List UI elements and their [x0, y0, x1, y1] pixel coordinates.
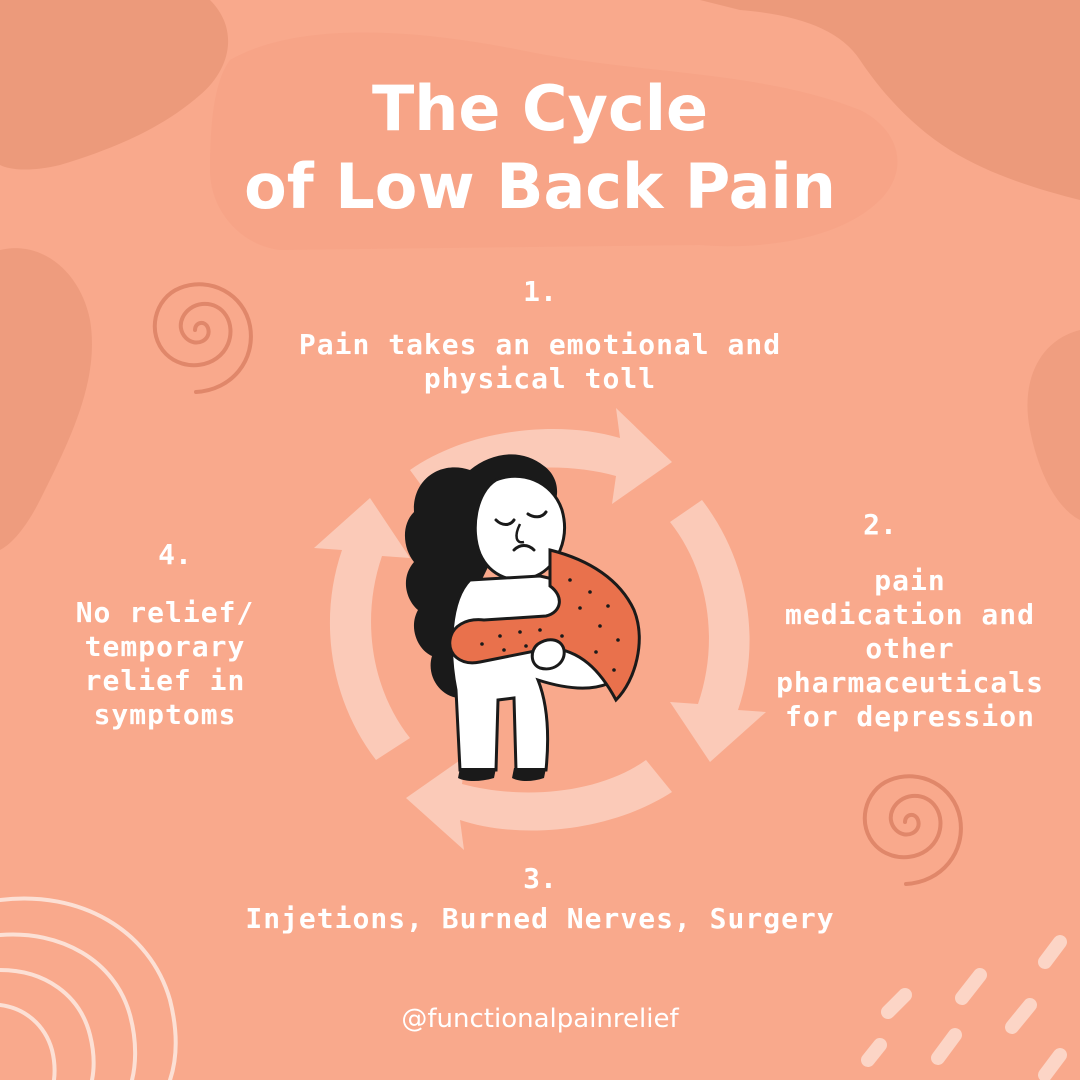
background-blob	[0, 0, 229, 170]
sad-woman-hugging-knees-illustration	[404, 454, 641, 781]
step-2-line: other	[865, 632, 955, 665]
rain-dashes-decoration	[861, 935, 1067, 1080]
step-3-text: Injetions, Burned Nerves, Surgery	[190, 902, 890, 936]
spiral-doodle-icon	[862, 774, 963, 886]
background-blob	[1027, 330, 1080, 520]
step-4-text: No relief/ temporary relief in symptoms	[40, 596, 290, 732]
step-4-line: symptoms	[93, 698, 237, 731]
step-2-line: pain	[874, 564, 946, 597]
step-1-line: physical toll	[423, 362, 657, 395]
background-blob	[700, 0, 1080, 200]
step-4-line: No relief/	[75, 596, 255, 629]
eyes-shape	[494, 510, 548, 552]
hand-shape	[530, 638, 566, 671]
step-2-line: for depression	[784, 700, 1035, 733]
social-handle: @functionalpainrelief	[401, 1004, 679, 1034]
nose-shape	[515, 523, 525, 544]
step-1-text: Pain takes an emotional and physical tol…	[240, 328, 840, 396]
step-2-line: pharmaceuticals	[776, 666, 1044, 699]
step-1-number: 1.	[523, 275, 557, 308]
title-line-1: The Cycle	[371, 72, 709, 145]
page-title: The Cycle of Low Back Pain	[0, 70, 1080, 226]
step-1-line: Pain takes an emotional and	[298, 328, 782, 361]
step-2-text: pain medication and other pharmaceutical…	[760, 564, 1060, 734]
step-4-line: relief in	[84, 664, 246, 697]
step-4-number: 4.	[158, 538, 192, 571]
title-line-2: of Low Back Pain	[244, 150, 836, 223]
background-blob	[0, 248, 92, 550]
sweater-pattern	[480, 578, 620, 672]
shoes-shape	[458, 768, 546, 781]
step-4-line: temporary	[84, 630, 246, 663]
step-2-number: 2.	[863, 508, 897, 541]
step-3-number: 3.	[523, 862, 557, 895]
background-blob	[210, 32, 898, 250]
concentric-lines-decoration	[0, 896, 178, 1080]
circular-arrows-icon	[314, 408, 766, 850]
spiral-doodle-icon	[152, 282, 253, 394]
cycle-diagram	[314, 408, 766, 850]
step-3-line: Injetions, Burned Nerves, Surgery	[245, 902, 835, 935]
step-2-line: medication and	[784, 598, 1035, 631]
